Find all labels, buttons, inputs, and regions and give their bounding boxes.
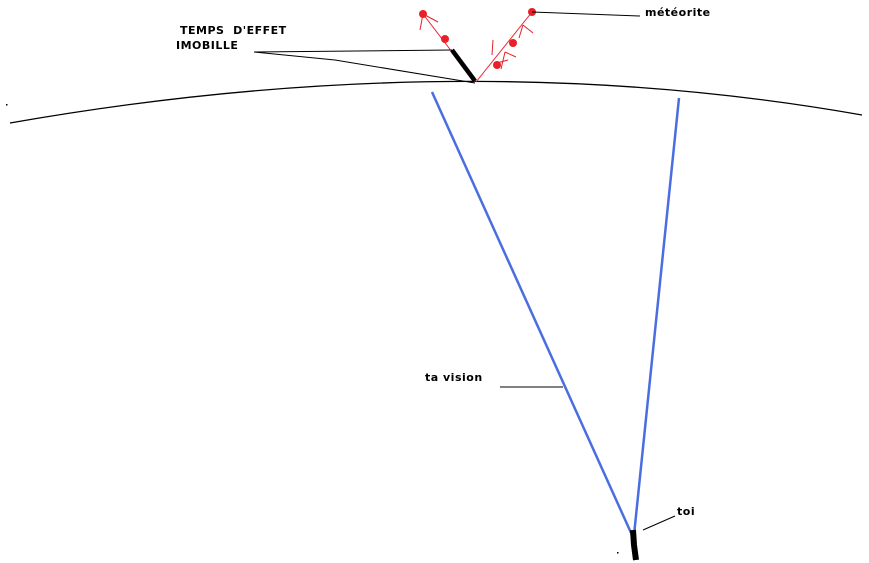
stray-dot bbox=[617, 552, 619, 554]
vision-line-right bbox=[632, 97, 681, 536]
meteorite-trajectory bbox=[419, 11, 534, 83]
immobile-object bbox=[450, 48, 477, 83]
temps-leader-bottom bbox=[253, 51, 476, 84]
temps-label-line2: IMOBILLE bbox=[176, 39, 238, 52]
temps-leader-top bbox=[253, 49, 453, 53]
meteorite-label: météorite bbox=[645, 6, 711, 19]
vision-label: ta vision bbox=[425, 371, 483, 384]
vision-line-left bbox=[430, 91, 634, 536]
meteorite-dots bbox=[419, 8, 536, 72]
stray-dot bbox=[6, 104, 8, 106]
meteorite-leader bbox=[531, 11, 641, 17]
toi-leader bbox=[642, 515, 676, 531]
toi-label: toi bbox=[677, 505, 695, 518]
horizon-curve bbox=[9, 80, 863, 124]
person-toi bbox=[630, 529, 639, 561]
temps-label-line1: TEMPS D'EFFET bbox=[180, 24, 287, 37]
